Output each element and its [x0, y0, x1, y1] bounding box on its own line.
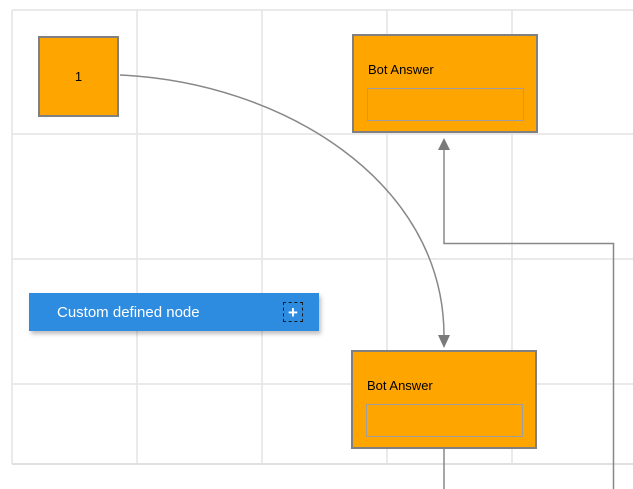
add-button[interactable]: +	[283, 302, 303, 322]
node-bot-answer-bottom-input-box[interactable]	[366, 404, 523, 437]
node-custom-defined[interactable]: Custom defined node +	[29, 293, 319, 331]
node-start-label: 1	[74, 69, 83, 84]
node-bot-answer-top-label: Bot Answer	[368, 62, 434, 77]
node-bot-answer-bottom-label: Bot Answer	[367, 378, 433, 393]
node-bot-answer-top[interactable]: Bot Answer	[352, 34, 538, 133]
node-bot-answer-top-input-box[interactable]	[367, 88, 524, 121]
connector-curve[interactable]	[119, 74, 450, 348]
plus-icon: +	[288, 302, 298, 322]
arrowhead-down-icon	[438, 335, 450, 348]
node-bot-answer-bottom[interactable]: Bot Answer	[351, 350, 537, 449]
node-custom-defined-label: Custom defined node	[57, 303, 200, 321]
connector-elbow[interactable]	[438, 138, 615, 489]
node-start[interactable]: 1	[38, 36, 119, 117]
arrowhead-up-icon	[438, 138, 450, 150]
